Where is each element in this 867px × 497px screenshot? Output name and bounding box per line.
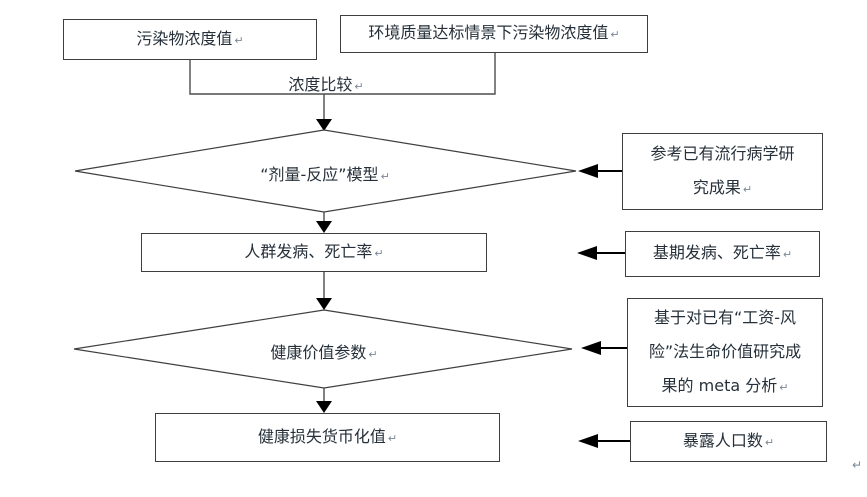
label-concentration-comparison: 浓度比较↵ xyxy=(288,75,364,94)
arrow-meta-analysis-to-health-value xyxy=(581,341,627,355)
sidebox-line: 暴露人口数↵ xyxy=(682,430,775,450)
sidebox-epidemiology-research: 参考已有流行病学研 究成果↵ xyxy=(622,133,823,210)
connector-concentration-comparison xyxy=(189,53,496,121)
paragraph-mark-icon: ↵ xyxy=(610,28,620,41)
paragraph-mark-icon: ↵ xyxy=(374,246,384,260)
paragraph-mark-icon: ↵ xyxy=(852,458,863,472)
paragraph-mark-icon: ↵ xyxy=(764,435,775,449)
node-pollutant-concentration: 污染物浓度值↵ xyxy=(63,19,317,60)
arrow-exposed-population-to-monetized xyxy=(578,434,630,448)
node-label: 健康损失货币化值↵ xyxy=(257,426,398,446)
node-label: 环境质量达标情景下污染物浓度值↵ xyxy=(368,23,620,42)
sidebox-line: 险”法生命价值研究成 xyxy=(648,341,802,361)
sidebox-meta-analysis: 基于对已有“工资-风 险”法生命价值研究成 果的 meta 分析↵ xyxy=(627,298,823,407)
node-label: 污染物浓度值↵ xyxy=(136,28,244,48)
paragraph-mark-icon: ↵ xyxy=(354,80,364,93)
sidebox-base-period-rates: 基期发病、死亡率↵ xyxy=(625,231,820,277)
node-label: 人群发病、死亡率↵ xyxy=(244,241,384,261)
paragraph-mark-icon: ↵ xyxy=(779,380,789,394)
arrowhead-down-to-health-value-icon xyxy=(316,298,332,310)
sidebox-line: 参考已有流行病学研 xyxy=(650,143,795,163)
sidebox-line: 基于对已有“工资-风 xyxy=(653,307,797,327)
sidebox-line: 果的 meta 分析↵ xyxy=(661,375,789,395)
sidebox-exposed-population: 暴露人口数↵ xyxy=(630,421,827,462)
sidebox-line: 究成果↵ xyxy=(692,177,753,197)
label-health-value-params: 健康价值参数↵ xyxy=(270,343,378,362)
paragraph-mark-icon: ↵ xyxy=(368,348,378,361)
label-dose-response-model: “剂量-反应”模型↵ xyxy=(260,165,390,184)
arrowhead-down-to-rates-icon xyxy=(316,221,332,233)
node-standard-scenario-concentration: 环境质量达标情景下污染物浓度值↵ xyxy=(340,15,648,53)
paragraph-mark-icon: ↵ xyxy=(387,431,398,445)
sidebox-line: 基期发病、死亡率↵ xyxy=(652,243,793,262)
arrow-base-rates-to-rates xyxy=(577,246,625,260)
paragraph-mark-icon: ↵ xyxy=(234,33,244,47)
node-monetized-health-loss: 健康损失货币化值↵ xyxy=(155,413,500,462)
arrowhead-down-to-dose-response-icon xyxy=(316,119,332,131)
paragraph-mark-icon: ↵ xyxy=(380,170,390,183)
arrowhead-down-to-monetized-icon xyxy=(316,401,332,413)
paragraph-mark-icon: ↵ xyxy=(782,248,793,261)
node-morbidity-mortality-rates: 人群发病、死亡率↵ xyxy=(141,233,487,272)
paragraph-mark-icon: ↵ xyxy=(742,182,753,196)
arrow-epidemiology-to-dose-response xyxy=(578,164,622,178)
